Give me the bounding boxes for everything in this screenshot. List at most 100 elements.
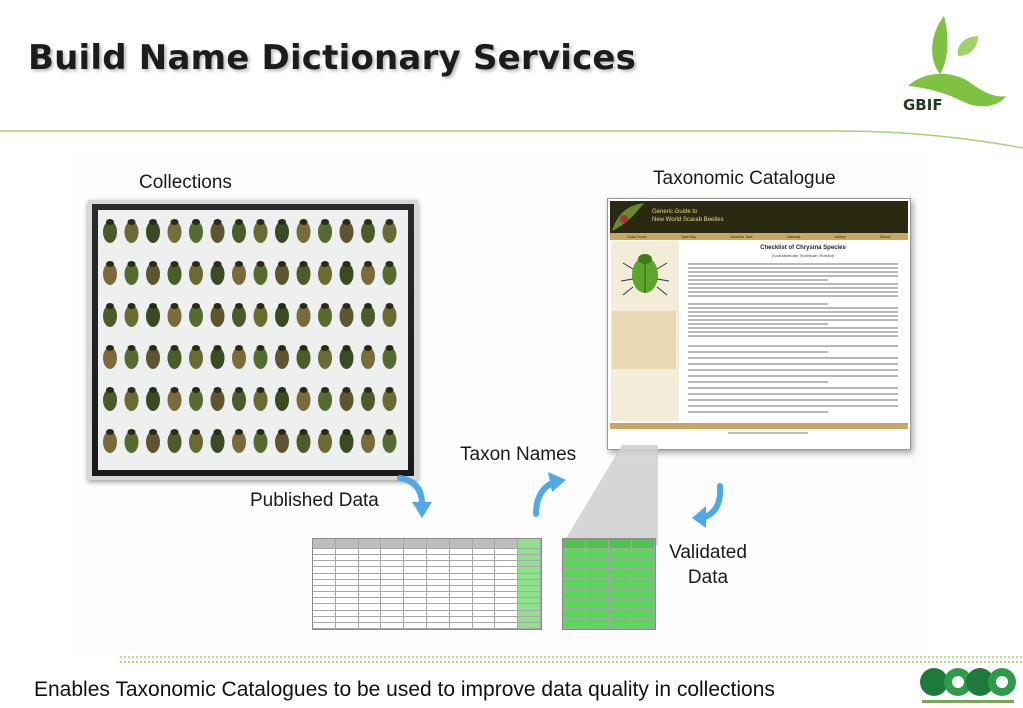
beetle-specimen-head	[385, 303, 394, 309]
beetle-specimen-head	[299, 219, 308, 225]
catalogue-text-line	[688, 331, 898, 333]
beetle-specimen	[146, 221, 160, 243]
table-cell	[518, 579, 541, 586]
beetle-specimen	[318, 389, 332, 411]
catalogue-text-line	[688, 345, 898, 347]
table-cell	[609, 579, 632, 589]
catalogue-nav-item: Gallery	[834, 234, 846, 239]
table-cell	[449, 616, 473, 623]
beetle-specimen-head	[321, 429, 329, 435]
beetle-specimen-head	[364, 429, 372, 435]
table-cell	[609, 619, 632, 629]
beetle-specimens-illustration	[103, 219, 397, 453]
table-cell	[426, 539, 450, 549]
beetle-specimen-head	[321, 261, 329, 267]
beetle-specimen	[361, 305, 375, 327]
table-cell	[358, 539, 382, 549]
beetle-specimen-head	[278, 261, 286, 267]
beetle-specimen-head	[256, 261, 265, 267]
beetle-specimen-head	[127, 429, 136, 435]
table-cell	[495, 585, 519, 593]
table-cell	[358, 622, 382, 629]
table-cell	[563, 569, 586, 579]
table-cell	[404, 561, 427, 568]
table-cell	[335, 598, 359, 605]
beetle-specimen-head	[235, 303, 243, 309]
beetle-specimen	[189, 347, 203, 369]
table-cell	[335, 622, 359, 629]
beetle-specimen-head	[342, 261, 351, 267]
beetle-specimen-head	[106, 345, 114, 351]
table-cell	[313, 592, 336, 599]
beetle-specimen	[124, 221, 139, 243]
table-cell	[495, 539, 519, 549]
catalogue-text-line	[688, 287, 898, 289]
table-cell	[609, 589, 632, 599]
table-cell	[586, 539, 609, 549]
catalogue-text-line	[688, 375, 898, 377]
validated-data-arrow-icon	[692, 483, 724, 528]
beetle-specimen-head	[342, 219, 351, 225]
catalogue-text-line	[688, 335, 898, 337]
beetle-specimen	[189, 389, 203, 411]
beetle-specimen-head	[149, 429, 157, 435]
beetle-specimen-head	[106, 261, 114, 267]
table-cell	[404, 555, 427, 562]
beetle-specimen-head	[192, 429, 200, 435]
table-cell	[518, 561, 541, 568]
table-cell	[563, 549, 586, 559]
catalogue-text-line	[688, 351, 828, 353]
table-cell	[335, 616, 359, 623]
beetle-specimen-head	[149, 345, 157, 351]
beetle-specimen-head	[364, 345, 372, 351]
table-cell	[563, 579, 586, 589]
beetle-specimen-head	[192, 261, 200, 267]
table-cell	[495, 549, 519, 556]
table-cell	[563, 559, 586, 569]
beetle-specimen	[318, 263, 332, 285]
table-cell	[404, 549, 427, 556]
catalogue-footer-text	[728, 432, 808, 434]
beetle-specimen-head	[192, 387, 200, 393]
beetle-specimen-head	[342, 345, 351, 351]
table-cell	[472, 592, 496, 599]
taxon-names-arrow-icon	[533, 472, 566, 517]
table-cell	[495, 610, 519, 617]
beetle-specimen-head	[256, 429, 265, 435]
beetle-specimen	[339, 431, 354, 453]
beetle-specimen	[232, 389, 246, 411]
table-cell	[335, 573, 359, 580]
beetle-specimen	[103, 389, 117, 411]
table-cell	[426, 604, 450, 611]
table-cell	[495, 567, 519, 574]
beetle-specimen-head	[364, 387, 372, 393]
beetle-specimen-head	[299, 261, 308, 267]
beetle-specimen-head	[235, 429, 243, 435]
slide-footer-text: Enables Taxonomic Catalogues to be used …	[34, 678, 775, 701]
table-cell	[404, 610, 427, 617]
catalogue-nav-item: Search	[879, 234, 891, 239]
beetle-specimen	[210, 263, 225, 285]
table-cell	[313, 549, 336, 556]
beetle-specimen	[296, 347, 311, 369]
beetle-specimen	[210, 431, 225, 453]
table-cell	[426, 592, 450, 599]
catalogue-text-line	[688, 411, 828, 413]
catalogue-text-line	[688, 275, 898, 277]
beetle-specimen	[210, 389, 225, 411]
table-cell	[609, 549, 632, 559]
beetle-specimen	[167, 389, 182, 411]
table-cell	[313, 610, 336, 617]
table-cell	[426, 549, 450, 556]
beetle-specimen	[167, 347, 182, 369]
table-cell	[313, 561, 336, 568]
catalogue-text-line	[688, 319, 898, 321]
table-cell	[404, 567, 427, 574]
beetle-specimen	[382, 431, 397, 453]
beetle-specimen	[296, 221, 311, 243]
table-cell	[313, 573, 336, 580]
table-cell	[472, 610, 496, 617]
beetle-specimen	[253, 389, 268, 411]
catalogue-page-header: Generic Guide to New World Scarab Beetle…	[610, 201, 908, 233]
beetle-specimen	[146, 347, 160, 369]
